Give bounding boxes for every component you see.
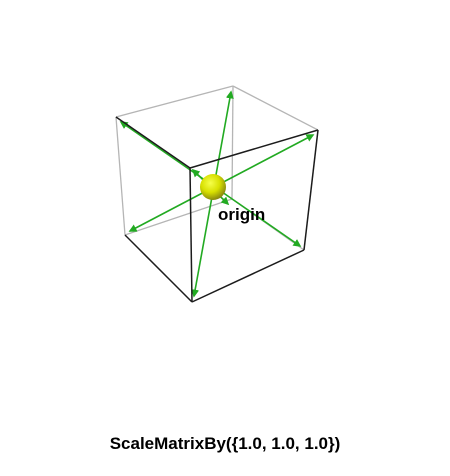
cube-edge bbox=[189, 129, 319, 169]
origin-sphere bbox=[200, 174, 226, 200]
origin-label: origin bbox=[218, 205, 265, 224]
cube-edge bbox=[232, 85, 319, 131]
cube-front-edges bbox=[115, 116, 319, 303]
cube-edge bbox=[124, 198, 233, 236]
cube-edge bbox=[115, 116, 191, 169]
cube-edge bbox=[231, 85, 234, 200]
cube-edge bbox=[303, 129, 319, 251]
cube-edge bbox=[115, 85, 234, 118]
cube-edge bbox=[191, 249, 305, 303]
cube-edge bbox=[115, 116, 126, 236]
cube-edge bbox=[189, 167, 193, 303]
caption: ScaleMatrixBy({1.0, 1.0, 1.0}) bbox=[109, 434, 341, 453]
cube-edge bbox=[124, 234, 193, 303]
